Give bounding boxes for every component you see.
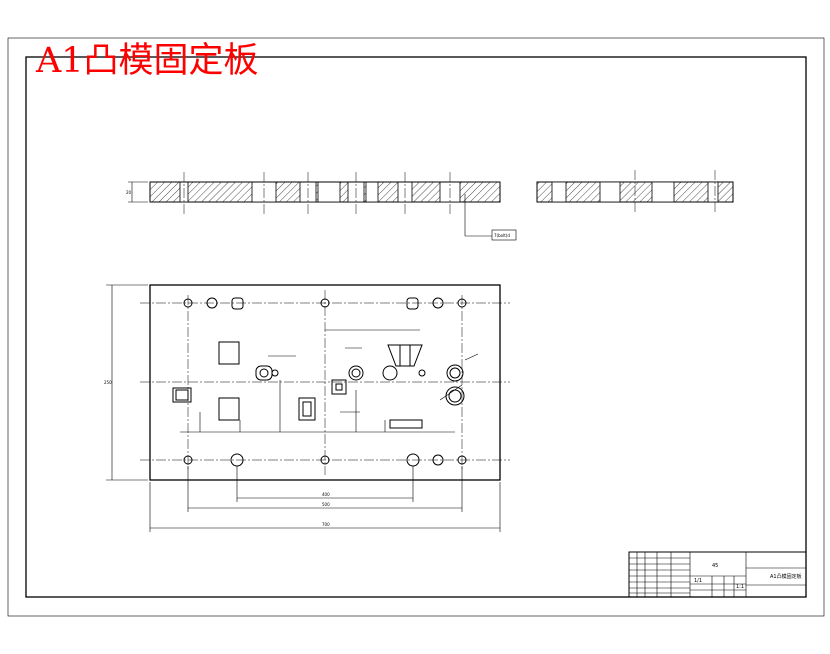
- title-block: 45 A1凸模固定板 1:1 1/1: [628, 551, 807, 598]
- overall-width-dimension: 700: [322, 522, 330, 527]
- side-view: [536, 170, 734, 214]
- section-view: 20 7(bolt)d: [126, 172, 517, 241]
- drawing-title: A1凸模固定板: [35, 41, 259, 81]
- callout-text: 7(bolt)d: [494, 233, 510, 238]
- plan-dimensions: 250 400 500 700: [104, 284, 501, 532]
- inner-width-dimension: 400: [322, 492, 330, 497]
- outer-border: [7, 37, 825, 617]
- material-label: 45: [712, 563, 718, 569]
- scale-label: 1:1: [736, 584, 744, 590]
- sheet-label: 1/1: [694, 578, 702, 584]
- height-dimension: 250: [104, 380, 112, 385]
- drawing-number: A1凸模固定板: [770, 573, 802, 580]
- inner-border: [25, 56, 807, 598]
- depth-dimension: 20: [126, 190, 132, 195]
- mid-width-dimension: 500: [322, 502, 330, 507]
- plan-view: [140, 284, 510, 481]
